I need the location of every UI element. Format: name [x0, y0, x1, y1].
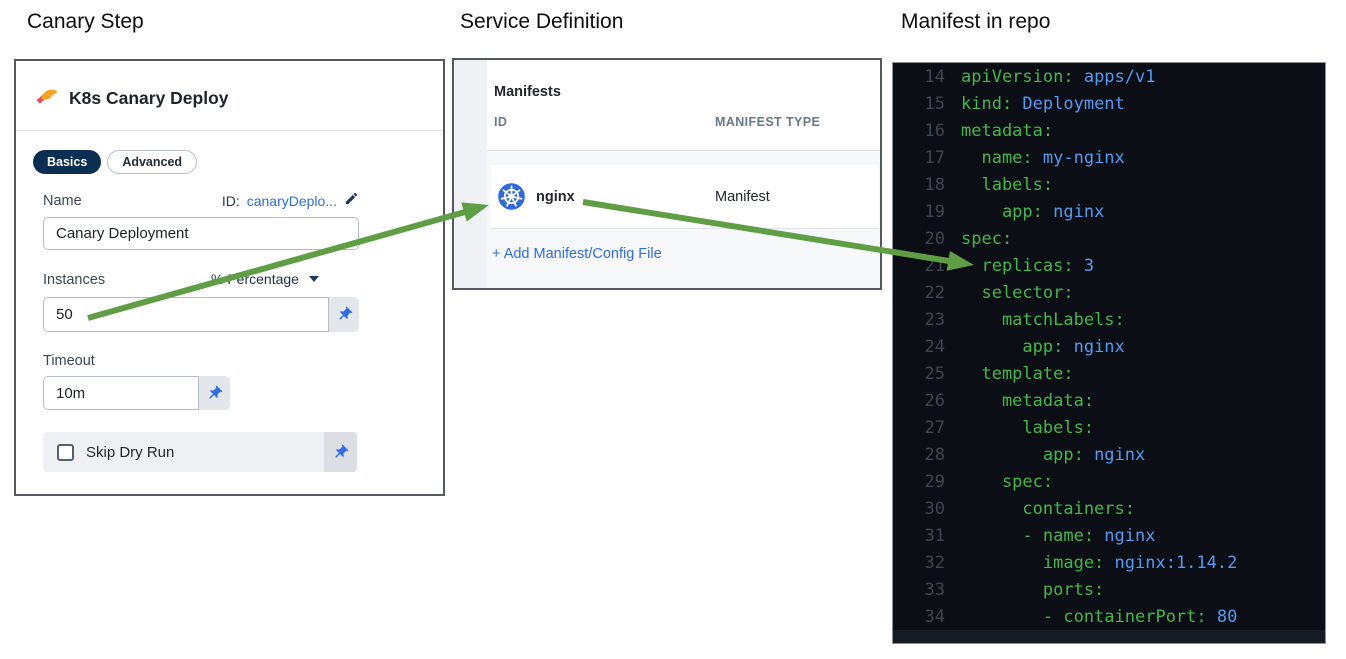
- skip-dry-run-pin-button[interactable]: [324, 432, 357, 472]
- service-definition-panel: Manifests ID MANIFEST TYPE: [452, 58, 882, 290]
- manifests-header-section: [487, 60, 880, 150]
- instances-label: Instances: [43, 272, 106, 288]
- pushpin-icon: [335, 444, 349, 457]
- code-line: 30 containers:: [924, 499, 1135, 519]
- step-heading: K8s Canary Deploy: [69, 87, 229, 108]
- column-header-id: ID: [494, 115, 508, 129]
- column-header-manifest-type: MANIFEST TYPE: [715, 115, 821, 129]
- instances-input[interactable]: [43, 297, 329, 332]
- editor-footer-band: [893, 630, 1325, 643]
- pushpin-icon: [338, 306, 352, 320]
- kubernetes-icon: [497, 182, 526, 211]
- name-row: Name ID: canaryDeplo...: [43, 191, 359, 211]
- canary-bird-icon: [35, 85, 59, 111]
- id-prefix-label: ID:: [221, 193, 240, 209]
- code-line: 25 template:: [924, 364, 1074, 384]
- code-line: 29 spec:: [924, 472, 1054, 492]
- caret-down-icon: [308, 276, 319, 282]
- code-line: 19 app: nginx: [924, 202, 1105, 222]
- code-line: 34 - containerPort: 80: [924, 607, 1238, 627]
- canary-step-panel: K8s Canary Deploy Basics Advanced Name I…: [14, 59, 445, 496]
- header-divider: [16, 130, 443, 131]
- canary-step-title: Canary Step: [27, 10, 144, 33]
- skip-dry-run-row: Skip Dry Run: [43, 432, 357, 472]
- instances-pin-button[interactable]: [329, 297, 359, 332]
- step-id-value[interactable]: canaryDeplo...: [246, 193, 337, 209]
- code-line: 31 - name: nginx: [924, 526, 1156, 546]
- tab-group: Basics Advanced: [33, 150, 198, 174]
- step-id-group[interactable]: ID: canaryDeplo...: [222, 191, 359, 211]
- timeout-pin-button[interactable]: [199, 376, 230, 410]
- code-line: 33 ports:: [924, 580, 1105, 600]
- code-line: 28 app: nginx: [924, 445, 1146, 465]
- instances-input-group: [43, 297, 359, 332]
- instances-unit-dropdown[interactable]: % Percentage: [211, 271, 319, 287]
- code-line: 22 selector:: [924, 283, 1074, 303]
- manifest-row-type: Manifest: [715, 189, 770, 205]
- code-line: 32 image: nginx:1.14.2: [924, 553, 1238, 573]
- left-gutter: [454, 60, 487, 288]
- code-line: 23 matchLabels:: [924, 310, 1125, 330]
- timeout-input[interactable]: [43, 376, 199, 410]
- manifest-row-id: nginx: [536, 189, 575, 205]
- manifest-table-row[interactable]: nginx Manifest: [491, 165, 879, 229]
- code-line: 17 name: my-nginx: [924, 148, 1125, 168]
- code-line: 21 replicas: 3: [924, 256, 1095, 276]
- code-line: 24 app: nginx: [924, 337, 1125, 357]
- name-label: Name: [43, 193, 82, 209]
- code-line: 18 labels:: [924, 175, 1054, 195]
- instances-unit-label: % Percentage: [211, 271, 299, 287]
- pencil-icon[interactable]: [344, 191, 359, 211]
- code-line: 27 labels:: [924, 418, 1095, 438]
- table-divider: [487, 150, 880, 151]
- manifest-in-repo-title: Manifest in repo: [901, 10, 1051, 33]
- timeout-label: Timeout: [43, 353, 95, 369]
- step-header: K8s Canary Deploy: [35, 85, 229, 111]
- manifests-heading: Manifests: [494, 84, 561, 100]
- tab-advanced[interactable]: Advanced: [107, 150, 198, 174]
- name-input[interactable]: [43, 217, 359, 250]
- pushpin-icon: [209, 385, 223, 398]
- skip-dry-run-label: Skip Dry Run: [86, 443, 175, 461]
- service-definition-title: Service Definition: [460, 10, 624, 33]
- add-manifest-link[interactable]: + Add Manifest/Config File: [492, 246, 662, 262]
- code-line: 26 metadata:: [924, 391, 1095, 411]
- timeout-input-group: [43, 376, 230, 410]
- skip-dry-run-checkbox[interactable]: [57, 443, 74, 461]
- tab-basics[interactable]: Basics: [33, 150, 102, 174]
